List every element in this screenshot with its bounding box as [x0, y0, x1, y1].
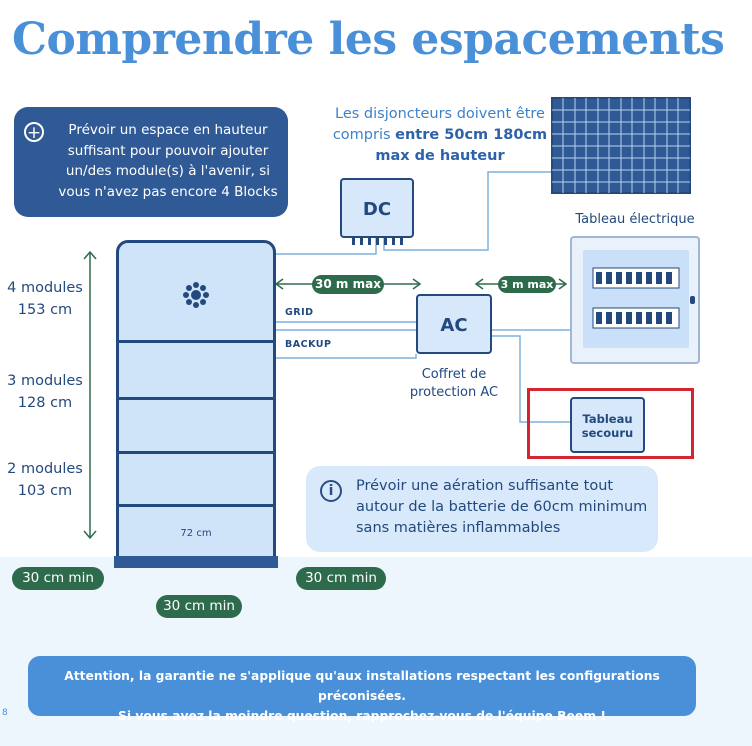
panel-handle-icon [690, 296, 695, 304]
arrow-left-icon [274, 278, 284, 290]
front-clearance-badge: 30 cm min [156, 595, 242, 618]
expansion-note-card [14, 107, 288, 217]
warranty-warning-card [28, 656, 696, 716]
backup-panel-label: Tableau secouru [581, 412, 634, 440]
module-divider [119, 397, 273, 400]
battery-ac-distance-badge: 30 m max [312, 275, 384, 294]
battery-stack [116, 240, 276, 566]
grid-label: GRID [285, 307, 314, 318]
arrow-right-icon [412, 278, 422, 290]
ac-caption: Coffret de protection AC [409, 367, 499, 400]
module-divider [119, 340, 273, 343]
arrow-up-icon [83, 250, 97, 260]
page-number: 8 [2, 708, 8, 718]
height-2-modules-cm: 103 cm [17, 483, 73, 499]
dc-to-solar-wire [383, 171, 552, 251]
highlight-box [527, 388, 694, 459]
height-2-modules: 2 modules 103 cm [0, 458, 90, 502]
breaker-note-max: max de hauteur [375, 148, 505, 164]
battery-base [114, 556, 278, 568]
dc-breaker-box: DC [340, 178, 414, 238]
breaker-rows [583, 250, 689, 348]
ventilation-note-card [306, 466, 658, 552]
warning-line1: Attention, la garantie ne s'applique qu'… [64, 669, 660, 703]
breaker-note-range: entre 50cm 180cm [395, 127, 548, 143]
arrow-left-icon [474, 278, 484, 290]
height-4-modules-count: 4 modules [7, 280, 83, 296]
warranty-warning-text: Attention, la garantie ne s'applique qu'… [36, 666, 688, 726]
height-4-modules: 4 modules 153 cm [0, 277, 90, 321]
breaker-note-line1: Les disjoncteurs doivent être [335, 106, 545, 122]
breaker-height-note: Les disjoncteurs doivent être compris en… [300, 104, 580, 167]
height-3-modules: 3 modules 128 cm [0, 370, 90, 414]
arrow-down-icon [83, 530, 97, 540]
info-icon: i [320, 480, 342, 502]
plus-circle-icon: + [24, 122, 44, 143]
backup-label: BACKUP [285, 339, 332, 350]
arrow-right-icon [558, 278, 568, 290]
right-clearance-badge: 30 cm min [296, 567, 386, 590]
height-3-modules-count: 3 modules [7, 373, 83, 389]
backup-panel-box: Tableau secouru [570, 397, 645, 453]
module-divider [119, 451, 273, 454]
module-divider [119, 504, 273, 507]
solar-panel-icon [551, 97, 691, 194]
ac-protection-box: AC [416, 294, 492, 354]
dc-label: DC [362, 199, 392, 220]
breaker-rows-icon [592, 267, 680, 329]
breaker-note-line2-prefix: compris [332, 127, 396, 143]
expansion-note-text: Prévoir un espace en hauteur suffisant p… [58, 122, 278, 200]
backup-wire [276, 354, 417, 359]
height-4-modules-cm: 153 cm [17, 302, 73, 318]
left-clearance-badge: 30 cm min [12, 567, 104, 590]
height-3-modules-cm: 128 cm [17, 395, 73, 411]
ac-panel-distance-badge: 3 m max [498, 276, 556, 293]
ventilation-note-text: Prévoir une aération suffisante tout aut… [356, 478, 648, 536]
sun-logo-icon [183, 282, 209, 308]
ac-label: AC [440, 315, 468, 336]
ac-to-backup-panel-wire [492, 335, 570, 423]
battery-width-label: 72 cm [180, 528, 212, 539]
dc-terminals-icon [352, 237, 403, 245]
warning-line2: Si vous avez la moindre question, rappro… [118, 709, 606, 723]
page-title: Comprendre les espacements [12, 14, 725, 65]
height-2-modules-count: 2 modules [7, 461, 83, 477]
panel-title: Tableau électrique [575, 212, 695, 227]
